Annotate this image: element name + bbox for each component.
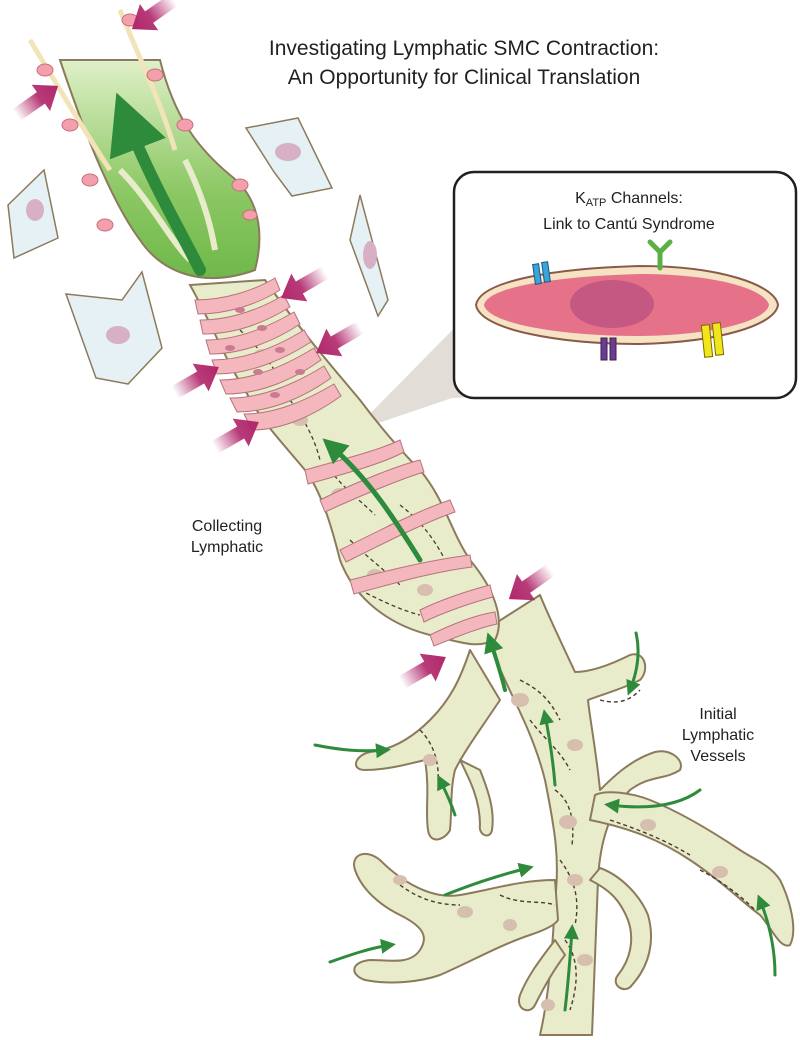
floating-cell-nucleus bbox=[26, 199, 44, 221]
floating-cell-nucleus bbox=[106, 326, 130, 344]
collecting-lymphatic-label: Collecting Lymphatic bbox=[172, 516, 282, 558]
flow-arrow bbox=[563, 924, 579, 1012]
force-arrow bbox=[508, 564, 555, 601]
force-arrow bbox=[211, 418, 259, 454]
floating-cells bbox=[7, 117, 389, 385]
vessel-cut-edge bbox=[27, 9, 178, 172]
ion-channel-blue bbox=[532, 261, 551, 285]
figure-title: Investigating Lymphatic SMC Contraction:… bbox=[214, 34, 714, 92]
flow-arrow bbox=[437, 774, 457, 817]
flow-arrow bbox=[539, 709, 557, 787]
force-arrow bbox=[316, 321, 364, 357]
contraction-force-arrows bbox=[12, 0, 555, 689]
force-arrow bbox=[12, 84, 59, 121]
figure-title-line-2: An Opportunity for Clinical Translation bbox=[287, 66, 641, 89]
collecting-label-line-2: Lymphatic bbox=[190, 539, 264, 556]
flow-arrow bbox=[484, 632, 507, 692]
endothelial-nuclei bbox=[393, 693, 728, 1011]
lymph-flow-arrows bbox=[109, 92, 777, 1012]
initial-lymphatic-vessels bbox=[353, 594, 795, 1036]
flow-arrow bbox=[322, 438, 423, 563]
inset-title-line-2: Link to Cantú Syndrome bbox=[543, 216, 715, 233]
inset-title-line-1: KATP Channels: bbox=[470, 188, 788, 214]
flow-arrow bbox=[328, 938, 396, 964]
flow-arrow bbox=[313, 743, 391, 759]
katp-inset bbox=[452, 170, 798, 400]
ion-channel-yellow bbox=[700, 322, 725, 358]
figure-title-line-1: Investigating Lymphatic SMC Contraction: bbox=[268, 37, 660, 60]
flow-arrow bbox=[756, 894, 777, 977]
initial-lymphatic-label: Initial Lymphatic Vessels bbox=[664, 704, 772, 767]
flow-arrow-lumen bbox=[109, 92, 206, 276]
katp-suffix: Channels: bbox=[606, 190, 683, 207]
floating-cell-nucleus bbox=[363, 241, 377, 269]
flow-arrow bbox=[443, 862, 534, 897]
initial-label-line-2: Lymphatic bbox=[681, 727, 755, 744]
flow-arrow bbox=[604, 788, 702, 814]
smooth-muscle-cell-nucleus bbox=[570, 280, 654, 328]
initial-label-line-3: Vessels bbox=[690, 748, 746, 765]
valve-leaflet bbox=[117, 167, 193, 263]
force-arrow bbox=[398, 653, 446, 689]
valve-leaflet bbox=[182, 158, 218, 251]
floating-cell-nucleus bbox=[275, 143, 301, 161]
force-arrow bbox=[131, 0, 178, 31]
receptor-green bbox=[647, 239, 673, 271]
katp-subscript: ATP bbox=[585, 197, 607, 209]
initial-label-line-1: Initial bbox=[699, 706, 737, 723]
katp-k: K bbox=[575, 190, 586, 207]
collecting-label-line-1: Collecting bbox=[191, 518, 263, 535]
vessel-lumen bbox=[58, 59, 261, 279]
force-arrow bbox=[171, 363, 219, 399]
inset-title: KATP Channels: Link to Cantú Syndrome bbox=[470, 188, 788, 236]
force-arrow bbox=[281, 266, 329, 302]
ion-channel-purple bbox=[600, 337, 617, 361]
flow-arrow bbox=[626, 631, 641, 696]
